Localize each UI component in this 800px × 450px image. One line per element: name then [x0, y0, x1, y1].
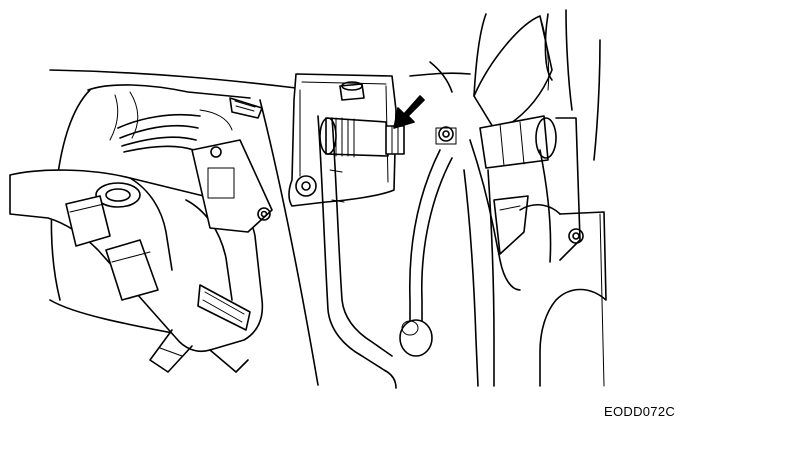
stop-lamp-switch	[319, 117, 405, 158]
steering-column	[9, 139, 273, 373]
figure-code: EODD072C	[604, 404, 676, 419]
wire-harness	[117, 97, 263, 153]
brake-pedal-arm	[317, 115, 397, 389]
arrow-icon	[393, 95, 425, 129]
pedal-rod	[399, 126, 457, 357]
clutch-switch-bracket	[463, 15, 581, 387]
lower-right-panel	[519, 203, 607, 387]
upper-tubes	[473, 9, 601, 161]
dash-panel	[49, 61, 471, 386]
